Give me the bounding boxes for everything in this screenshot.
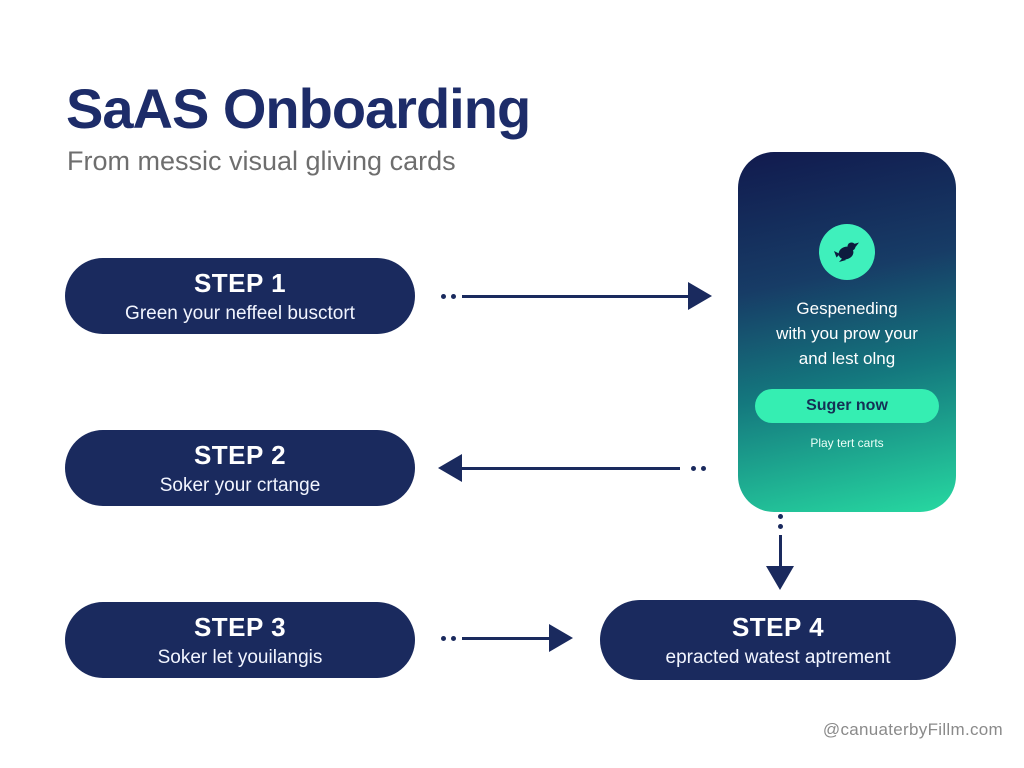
watermark: @canuaterbyFillm.com — [822, 720, 1003, 739]
arrow-card-to-step2 — [438, 454, 706, 482]
step-3-description: Soker let youilangis — [157, 646, 323, 668]
step-1-label: STEP 1 — [193, 267, 287, 298]
card-text-line-1: Gespeneding — [796, 299, 898, 318]
step-2-pill: STEP 2 Soker your crtange — [65, 430, 415, 506]
step-2-description: Soker your crtange — [159, 474, 321, 496]
onboarding-phone-card: Gespeneding with you prow your and lest … — [738, 152, 956, 512]
step-1-description: Green your neffeel busctort — [125, 302, 355, 324]
card-text-line-2: with you prow your — [776, 324, 918, 343]
arrowhead-down-icon — [766, 566, 794, 590]
card-text-line-3: and lest olng — [798, 349, 896, 368]
step-3-pill: STEP 3 Soker let youilangis — [65, 602, 415, 678]
bird-icon — [819, 224, 875, 280]
arrow-step1-to-card — [441, 282, 712, 310]
arrowhead-right-icon — [688, 282, 712, 310]
arrow-card-to-step4 — [765, 514, 795, 590]
arrowhead-left-icon — [438, 454, 462, 482]
card-text: Gespeneding with you prow your and lest … — [776, 296, 918, 371]
card-caption: Play tert carts — [810, 436, 884, 450]
step-4-label: STEP 4 — [731, 611, 825, 642]
step-1-pill: STEP 1 Green your neffeel busctort — [65, 258, 415, 334]
step-2-label: STEP 2 — [193, 439, 287, 470]
step-4-description: epracted watest aptrement — [665, 646, 891, 668]
arrow-step3-to-step4 — [441, 624, 573, 652]
page-subtitle: From messic visual gliving cards — [67, 146, 456, 176]
suger-now-button[interactable]: Suger now — [755, 389, 939, 423]
arrowhead-right-icon — [549, 624, 573, 652]
step-4-pill: STEP 4 epracted watest aptrement — [600, 600, 956, 680]
page-title: SaAS Onboarding — [66, 77, 531, 140]
step-3-label: STEP 3 — [193, 611, 287, 642]
